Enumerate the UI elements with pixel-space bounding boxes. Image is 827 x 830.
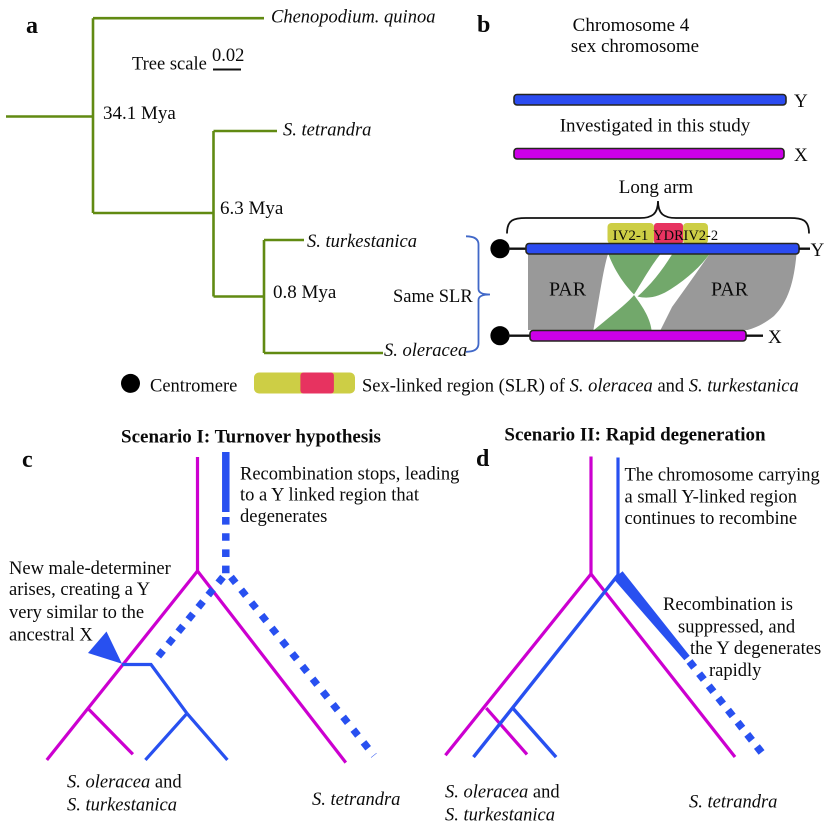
svg-text:c: c	[22, 447, 33, 473]
svg-text:a small Y-linked region: a small Y-linked region	[625, 487, 797, 507]
svg-text:S. oleracea and: S. oleracea and	[67, 773, 182, 793]
svg-text:6.3 Mya: 6.3 Mya	[220, 198, 284, 219]
svg-text:Centromere: Centromere	[150, 377, 237, 397]
svg-text:suppressed, and: suppressed, and	[678, 618, 796, 638]
svg-text:b: b	[477, 12, 490, 38]
svg-text:sex chromosome: sex chromosome	[571, 36, 699, 57]
svg-text:S. tetrandra: S. tetrandra	[312, 790, 400, 810]
svg-text:IV2-2: IV2-2	[684, 228, 719, 244]
svg-text:Scenario I: Turnover hypothesi: Scenario I: Turnover hypothesis	[121, 427, 381, 448]
svg-text:a: a	[26, 13, 38, 39]
svg-text:IV2-1: IV2-1	[613, 228, 649, 244]
svg-text:0.02: 0.02	[212, 46, 244, 66]
svg-text:arises, creating a Y: arises, creating a Y	[9, 580, 150, 600]
svg-text:Y: Y	[794, 91, 808, 112]
svg-text:PAR: PAR	[711, 279, 749, 301]
svg-text:YDR: YDR	[653, 228, 684, 244]
svg-text:Chromosome 4: Chromosome 4	[573, 15, 690, 36]
svg-text:S. oleracea and: S. oleracea and	[445, 783, 560, 803]
svg-text:continues to recombine: continues to recombine	[625, 509, 798, 529]
svg-text:S. turkestanica: S. turkestanica	[307, 232, 417, 252]
svg-text:Y: Y	[811, 240, 825, 261]
svg-text:the Y degenerates: the Y degenerates	[690, 639, 821, 659]
svg-text:34.1 Mya: 34.1 Mya	[103, 103, 176, 124]
svg-text:Tree scale: Tree scale	[132, 55, 207, 75]
svg-text:ancestral X: ancestral X	[9, 625, 93, 645]
svg-text:rapidly: rapidly	[709, 661, 762, 681]
svg-text:The chromosome carrying: The chromosome carrying	[625, 466, 820, 486]
svg-text:Recombination stops, leading: Recombination stops, leading	[240, 465, 459, 485]
svg-text:PAR: PAR	[549, 279, 587, 301]
svg-text:Scenario II: Rapid degeneratio: Scenario II: Rapid degeneration	[504, 425, 766, 446]
svg-text:Sex-linked region (SLR) of S.: Sex-linked region (SLR) of S. oleracea a…	[362, 377, 799, 397]
svg-text:Investigated in this study: Investigated in this study	[560, 116, 751, 137]
svg-text:S. tetrandra: S. tetrandra	[689, 793, 777, 813]
svg-text:very similar to the: very similar to the	[9, 603, 144, 623]
svg-text:New male-determiner: New male-determiner	[9, 559, 171, 579]
svg-text:Long arm: Long arm	[619, 177, 694, 198]
svg-text:S. tetrandra: S. tetrandra	[283, 121, 371, 141]
svg-text:0.8 Mya: 0.8 Mya	[273, 282, 337, 303]
svg-text:d: d	[476, 446, 490, 472]
svg-text:S. turkestanica: S. turkestanica	[445, 806, 555, 826]
svg-text:S. oleracea: S. oleracea	[384, 341, 467, 361]
svg-text:to a Y linked region that: to a Y linked region that	[240, 486, 420, 506]
svg-text:X: X	[794, 145, 808, 166]
svg-text:X: X	[768, 327, 782, 348]
svg-text:Recombination is: Recombination is	[663, 595, 793, 615]
svg-text:Chenopodium. quinoa: Chenopodium. quinoa	[271, 8, 435, 28]
svg-text:degenerates: degenerates	[240, 507, 327, 527]
svg-text:S. turkestanica: S. turkestanica	[67, 796, 177, 816]
svg-text:Same SLR: Same SLR	[393, 287, 473, 307]
